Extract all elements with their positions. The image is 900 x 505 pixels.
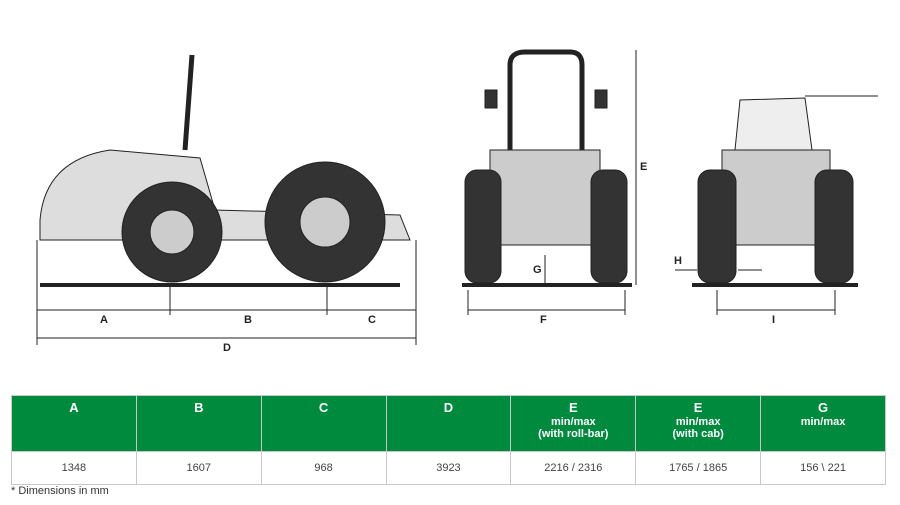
- value-g: 156 \ 221: [760, 451, 886, 485]
- dim-label-i: I: [772, 314, 775, 326]
- dim-label-b: B: [244, 314, 252, 326]
- header-sub: min/max: [550, 416, 596, 428]
- table-row: 1348 1607 968 3923 2216 / 2316 1765 / 18…: [11, 451, 886, 485]
- header-sub: (with cab): [672, 428, 724, 440]
- dim-label-f: F: [540, 314, 547, 326]
- dim-label-e: E: [640, 161, 647, 173]
- value-e-cab: 1765 / 1865: [635, 451, 762, 485]
- header-title: G: [817, 400, 829, 415]
- cab-view-tractor: [675, 95, 878, 315]
- dim-label-a: A: [100, 314, 108, 326]
- header-sub: (with roll-bar): [538, 428, 609, 440]
- value-d: 3923: [385, 451, 512, 485]
- header-sub: min/max: [800, 416, 846, 428]
- dim-label-g: G: [533, 264, 542, 276]
- value-a: 1348: [11, 451, 137, 485]
- side-view-dimensions: [36, 240, 417, 345]
- header-d: D: [385, 395, 512, 452]
- value-e-rollbar: 2216 / 2316: [510, 451, 637, 485]
- header-a: A: [11, 395, 137, 452]
- header-sub: min/max: [675, 416, 721, 428]
- dim-label-h: H: [674, 255, 682, 267]
- dim-label-c: C: [368, 314, 376, 326]
- front-view-tractor: [462, 49, 637, 315]
- footnote: * Dimensions in mm: [11, 485, 109, 497]
- header-title: C: [318, 400, 329, 415]
- dim-label-d: D: [223, 342, 231, 354]
- header-title: D: [443, 400, 454, 415]
- tractor-drawings: A B C D F E G I H: [36, 49, 878, 354]
- header-c: C: [260, 395, 387, 452]
- value-b: 1607: [135, 451, 262, 485]
- value-c: 968: [260, 451, 387, 485]
- header-title: A: [69, 400, 79, 415]
- header-title: B: [194, 400, 204, 415]
- header-title: E: [568, 400, 578, 415]
- header-b: B: [135, 395, 262, 452]
- side-view-tractor: [39, 54, 411, 287]
- header-title: E: [693, 400, 703, 415]
